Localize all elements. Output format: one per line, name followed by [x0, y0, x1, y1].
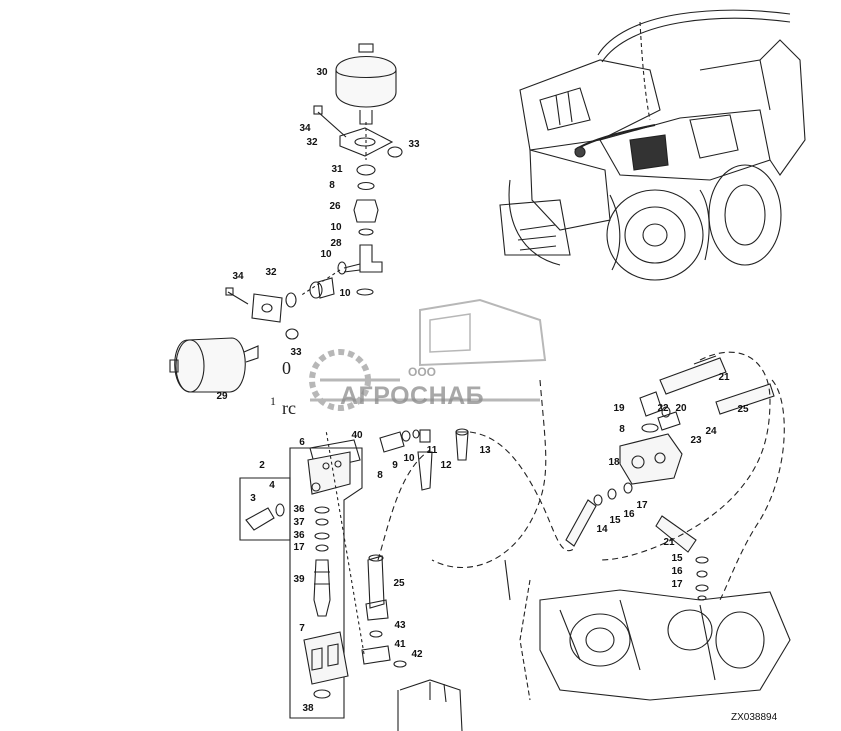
figure-code: ZX038894: [731, 712, 778, 723]
right-valve-assembly: [565, 355, 775, 601]
callout-label: 16: [671, 566, 683, 577]
callout-label: 18: [608, 457, 620, 468]
callout-label: 23: [690, 435, 702, 446]
callout-label: 42: [411, 649, 423, 660]
callout-label: 34: [299, 123, 311, 134]
machine-illustration: [499, 9, 806, 281]
callout-label: 8: [329, 180, 335, 191]
callout-label: 25: [737, 404, 749, 415]
callout-label: 9: [392, 460, 398, 471]
callout-label: 8: [619, 424, 625, 435]
callout-label: 11: [426, 445, 438, 456]
callout-label: 17: [671, 579, 683, 590]
callout-label: 16: [623, 509, 635, 520]
watermark-company: ООО: [408, 365, 437, 379]
callout-label: 29: [216, 391, 228, 402]
callout-label: 20: [675, 403, 687, 414]
watermark-brand: АГРОСНАБ: [340, 382, 485, 410]
callout-label: 4: [269, 480, 275, 491]
callout-label: 13: [479, 445, 491, 456]
callout-label: 37: [293, 517, 305, 528]
hose-routing-lines: [377, 351, 785, 601]
callout-label: 7: [299, 623, 305, 634]
label-fragment: 0: [282, 358, 291, 378]
callout-label: 32: [306, 137, 318, 148]
callout-label: 12: [440, 460, 452, 471]
callout-label: 17: [293, 542, 305, 553]
callout-label: 34: [232, 271, 244, 282]
callout-label: 30: [316, 67, 328, 78]
callout-label: 31: [331, 164, 343, 175]
callout-label: 39: [293, 574, 305, 585]
callout-label: 28: [330, 238, 342, 249]
valve-block-assembly: [239, 439, 363, 719]
callout-label: 24: [705, 426, 717, 437]
lower-pump-illustration: [397, 559, 791, 731]
callout-label: 33: [408, 139, 420, 150]
watermark-logo: [309, 298, 547, 411]
callout-label: 26: [329, 201, 341, 212]
callout-label: 19: [613, 403, 625, 414]
callout-label: 21: [663, 537, 675, 548]
callout-label: 36: [293, 504, 305, 515]
label-fragment: rc: [282, 398, 296, 418]
callout-label: 14: [596, 524, 608, 535]
callout-label: 33: [290, 347, 302, 358]
callout-label: 3: [250, 493, 256, 504]
callout-label: 15: [609, 515, 621, 526]
callout-label: 15: [671, 553, 683, 564]
callout-label: 38: [302, 703, 314, 714]
callout-label: 40: [351, 430, 363, 441]
callout-label: 10: [339, 288, 351, 299]
callout-label: 25: [393, 578, 405, 589]
callout-label: 22: [657, 403, 669, 414]
left-accumulator-assembly: [169, 287, 299, 393]
callout-label: 10: [320, 249, 332, 260]
callout-label: 43: [394, 620, 406, 631]
upper-accumulator-assembly: [299, 43, 403, 299]
callout-label: 2: [259, 460, 265, 471]
callout-label: 32: [265, 267, 277, 278]
callout-label: 6: [299, 437, 305, 448]
middle-fittings: [325, 428, 469, 668]
callout-label: 36: [293, 530, 305, 541]
callout-label: 10: [403, 453, 415, 464]
callout-label: 41: [394, 639, 406, 650]
callout-label: 10: [330, 222, 342, 233]
callout-label: 17: [636, 500, 648, 511]
callout-label: 21: [718, 372, 730, 383]
label-fragment: 1: [270, 394, 276, 408]
callout-label: 8: [377, 470, 383, 481]
